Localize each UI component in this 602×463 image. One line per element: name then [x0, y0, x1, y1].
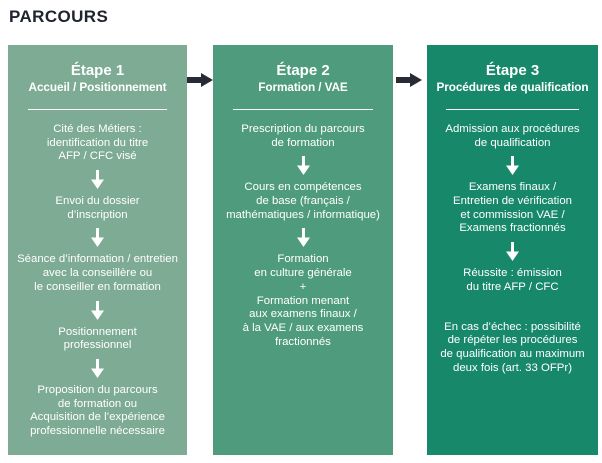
etape-title: Étape 3 — [485, 62, 540, 79]
down-arrow-icon — [91, 300, 104, 320]
down-arrow — [213, 156, 393, 176]
step-text: Admission aux procédures de qualificatio… — [445, 123, 580, 149]
step-text: Cité des Métiers : identification du tit… — [46, 123, 149, 163]
header-rule — [27, 109, 168, 110]
down-arrow-icon — [91, 358, 104, 378]
down-arrow-icon — [506, 156, 519, 176]
step-text: Réussite : émission du titre AFP / CFC — [463, 267, 562, 293]
page-title: PARCOURS — [9, 7, 109, 26]
etape-subtitle: Formation / VAE — [258, 80, 348, 94]
step-text: Proposition du parcours de formation ou … — [30, 383, 165, 437]
spacer — [427, 295, 598, 321]
step-text: Séance d’information / entretien avec la… — [17, 253, 178, 293]
etape-subtitle: Accueil / Positionnement — [28, 80, 167, 94]
step-text: Cours en compétences de base (français /… — [226, 181, 380, 221]
down-arrow — [8, 300, 187, 320]
down-arrow-icon — [91, 170, 104, 190]
down-arrow — [427, 242, 598, 262]
right-arrow-icon — [187, 73, 213, 87]
step-text: Envoi du dossier d’inscription — [55, 195, 140, 221]
header-rule — [232, 109, 374, 110]
step-text: En cas d’échec : possibilité de répéter … — [440, 320, 585, 374]
down-arrow — [213, 228, 393, 248]
down-arrow — [427, 156, 598, 176]
down-arrow-icon — [296, 156, 310, 176]
flow-arrow — [187, 71, 213, 89]
step-text: Prescription du parcours de formation — [241, 123, 365, 149]
down-arrow — [8, 228, 187, 248]
etape-title: Étape 2 — [276, 62, 330, 79]
etape-title: Étape 1 — [70, 62, 125, 79]
right-arrow-icon — [396, 73, 422, 87]
flow-arrow — [396, 71, 422, 89]
header-rule — [445, 109, 580, 110]
down-arrow-icon — [506, 242, 519, 262]
down-arrow-icon — [296, 228, 310, 248]
etape-subtitle: Procédures de qualification — [436, 80, 589, 94]
down-arrow — [8, 170, 187, 190]
step-text: Examens finaux / Entretien de vérificati… — [452, 181, 573, 235]
step-text: Positionnement professionnel — [58, 325, 137, 352]
step-text: Formation en culture générale + Formatio… — [242, 253, 364, 348]
down-arrow-icon — [91, 228, 104, 248]
down-arrow — [8, 358, 187, 378]
